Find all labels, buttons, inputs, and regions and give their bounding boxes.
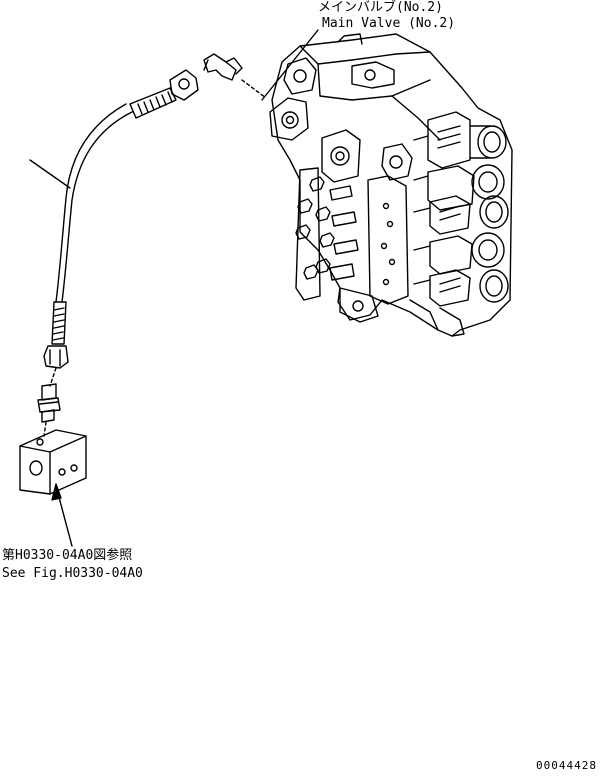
document-number: 00044428 [536,759,597,772]
main-valve-leader [261,29,319,101]
adapter-fitting [37,383,61,437]
reference-label-jp: 第H0330-04A0図参照 [2,548,133,563]
reference-label-en: See Fig.H0330-04A0 [2,566,143,581]
lower-hose-fitting [43,301,69,387]
hose [29,103,133,303]
main-valve-label-jp: メインバルブ(No.2) [318,0,443,15]
reference-arrow [51,483,73,547]
elbow-fitting [203,53,267,99]
hose-end-fitting [129,69,199,119]
main-valve-label-en: Main Valve (No.2) [322,16,456,31]
main-valve [269,33,513,337]
solenoid-valves [413,111,509,307]
manifold-block [19,429,87,495]
